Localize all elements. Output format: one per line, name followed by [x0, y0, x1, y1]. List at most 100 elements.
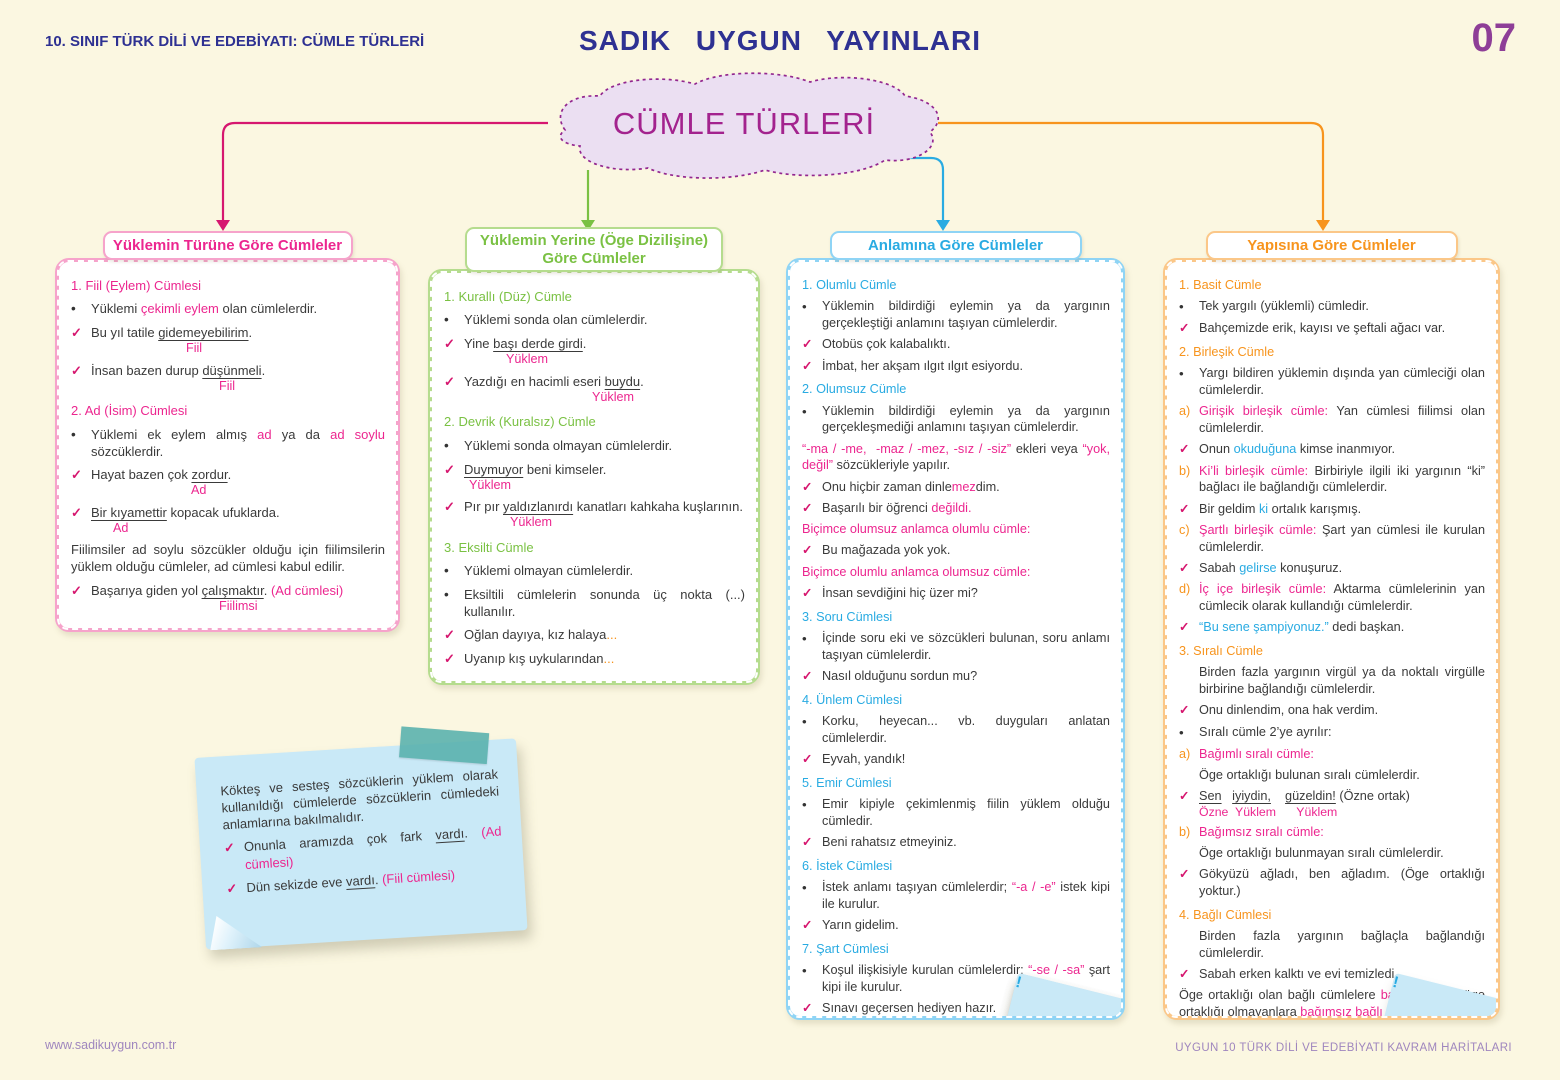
check-icon: ✓	[802, 358, 813, 373]
check-icon: ✓	[71, 325, 82, 341]
grammar-label: Yüklem	[506, 352, 549, 367]
bullet-icon: •	[71, 301, 76, 317]
example-item: ✓Başarılı bir öğrenci değildi.	[802, 500, 1110, 517]
item-text: Yüklemi ek eylem almış ad ya da ad soylu…	[91, 426, 389, 459]
bullet-item: •Emir kipiyle çekimlenmiş fiilin yüklem …	[802, 796, 1110, 830]
category-predicate-position: 1. Kurallı (Düz) Cümle•Yüklemi sonda ola…	[428, 227, 760, 685]
item-text: Birden fazla yargının bağlaçla bağlandığ…	[1199, 929, 1489, 960]
item-text: Oğlan dayıya, kız halaya...	[464, 627, 618, 643]
item-text: Ki’li birleşik cümle: Birbiriyle ilgili …	[1199, 463, 1489, 495]
category-structure: 1. Basit Cümle•Tek yargılı (yüklemli) cü…	[1163, 231, 1500, 1020]
bullet-icon: •	[444, 563, 449, 579]
check-icon: ✓	[802, 1001, 813, 1016]
lettered-item: a)Girişik birleşik cümle: Yan cümlesi fi…	[1179, 403, 1485, 437]
publisher-title: SADIK UYGUN YAYINLARI	[578, 25, 982, 56]
note-item: !Biçimce olumlu anlamca olumsuz cümle:	[802, 564, 1121, 1016]
item-text: Bu mağazada yok yok.	[822, 543, 951, 558]
item-text: Beni rahatsız etmeyiniz.	[822, 835, 957, 850]
item-text: Onun okuduğuna kimse inanmıyor.	[1199, 442, 1396, 457]
bullet-icon: •	[1179, 724, 1184, 740]
paragraph-item: Birden fazla yargının bağlaçla bağlandığ…	[1179, 928, 1485, 962]
lettered-item: d)İç içe birleşik cümle: Aktarma cümlele…	[1179, 581, 1485, 615]
item-text: Sınavı geçersen hediyen hazır.	[822, 1001, 997, 1016]
lettered-item: a)Bağımlı sıralı cümle:	[1179, 746, 1485, 763]
example-item: ✓İmbat, her akşam ılgıt ılgıt esiyordu.	[802, 358, 1110, 375]
item-text: Bahçemizde erik, kayısı ve şeftali ağacı…	[1199, 321, 1446, 336]
category-meaning: 1. Olumlu Cümle • Yüklemin bildirdiği eyle…	[786, 231, 1125, 1020]
check-icon: ✓	[71, 504, 82, 520]
item-text: Fiilimsiler ad soylu sözcükler olduğu iç…	[71, 542, 389, 575]
bullet-icon: •	[802, 631, 807, 647]
connector-orange	[938, 121, 1325, 221]
section-heading: 2. Birleşik Cümle	[1179, 345, 1275, 360]
category-title: Yüklemin Türüne Göre Cümleler	[102, 231, 353, 260]
lettered-item: c)Şartlı birleşik cümle: Şart yan cümles…	[1179, 522, 1485, 556]
check-icon: ✓	[444, 336, 455, 352]
example-item: ✓ Uyanıp kış uykularından...	[444, 650, 745, 667]
note-item: !Fiilimsiler ad soylu sözcükler olduğu i…	[71, 541, 385, 575]
item-text: Bu yıl tatile gidemeyebilirim.	[91, 325, 253, 341]
item-text: Uyanıp kış uykularından...	[464, 650, 615, 666]
bullet-icon: •	[444, 437, 449, 453]
lettered-item: b)Ki’li birleşik cümle: Birbiriyle ilgil…	[1179, 463, 1485, 497]
check-icon: ✓	[802, 500, 813, 515]
item-text: Sen iyiydin, güzeldin! (Özne ortak)	[1199, 789, 1410, 804]
bullet-item: • Sıralı cümle 2’ye ayrılır:	[1179, 724, 1485, 742]
item-text: Bir kıyamettir kopacak ufuklarda.	[91, 504, 280, 520]
item-text: Yüklemi çekimli eylem olan cümlelerdir.	[91, 301, 318, 317]
website-url: www.sadikuygun.com.tr	[45, 1038, 177, 1052]
grammar-label: Yüklem	[592, 389, 635, 404]
item-text: Sıralı cümle 2’ye ayrılır:	[1199, 724, 1332, 739]
category-content: 1. Fiil (Eylem) Cümlesi•Yüklemi çekimli …	[57, 260, 398, 630]
item-text: İnsan bazen durup düşünmeli.	[91, 362, 266, 378]
bullet-item: •Yargı bildiren yüklemin dışında yan cüm…	[1179, 365, 1485, 399]
item-text: Öge ortaklığı bulunan sıralı cümlelerdir…	[1199, 768, 1420, 782]
example-item: ✓ Sınavı geçersen hediyen hazır.	[802, 1000, 1110, 1016]
grammar-label: Fiil	[219, 378, 236, 393]
section-heading: 1. Olumlu Cümle	[802, 278, 897, 292]
example-item: ✓Onu dinlendim, ona hak verdim.	[1179, 702, 1485, 719]
item-text: “Bu sene şampiyonuz.” dedi başkan.	[1199, 620, 1405, 635]
section-heading: 4. Ünlem Cümlesi	[802, 692, 903, 707]
check-icon: ✓	[1179, 703, 1190, 718]
item-text: Girişik birleşik cümle: Yan cümlesi fiil…	[1199, 404, 1489, 436]
section-heading: 7. Şart Cümlesi	[802, 942, 889, 956]
check-icon: ✓	[444, 650, 455, 666]
item-text: Yüklemin bildirdiği eylemin ya da yargın…	[822, 299, 1114, 331]
bullet-icon: •	[802, 963, 807, 979]
section-heading: 2. Devrik (Kuralsız) Cümle	[444, 414, 596, 430]
item-text: Eyvah, yandık!	[822, 752, 906, 767]
bullet-item: •İstek anlamı taşıyan cümlelerdir; “-a /…	[802, 879, 1110, 913]
example-item: ✓Pır pır yaldızlanırdı kanatları kahkaha…	[444, 498, 745, 530]
category-title: Yapısına Göre Cümleler	[1205, 231, 1458, 260]
example-item: ✓Onu hiçbir zaman dinlemezdim.	[802, 479, 1110, 496]
section-heading: 1. Kurallı (Düz) Cümle	[444, 289, 572, 304]
item-text: İç içe birleşik cümle: Aktarma cümleleri…	[1199, 582, 1489, 614]
item-text: Bir geldim ki ortalık karışmış.	[1199, 501, 1362, 516]
check-icon: ✓	[802, 337, 813, 352]
sticky-note-content: !Kökteş ve sesteş sözcüklerin yüklem ola…	[194, 738, 525, 914]
page-title: 10. SINIF TÜRK DİLİ VE EDEBİYATI: CÜMLE …	[45, 33, 425, 50]
grammar-label: Ad	[113, 520, 129, 535]
item-text: Şartlı birleşik cümle: Şart yan cümlesi …	[1199, 523, 1489, 554]
category-predicate-type: 1. Fiil (Eylem) Cümlesi•Yüklemi çekimli …	[55, 231, 400, 632]
bullet-item: •İçinde soru eki ve sözcükleri bulunan, …	[802, 630, 1110, 664]
section-heading: 2. Olumsuz Cümle	[802, 382, 907, 397]
example-item: ✓Sabah erken kalktı ve evi temizledi.	[1179, 966, 1485, 983]
item-text: Başarıya giden yol çalışmaktır. (Ad cüml…	[91, 582, 344, 598]
bullet-item: •Korku, heyecan... vb. duyguları anlatan…	[802, 713, 1110, 747]
lettered-item: b)Bağımsız sıralı cümle:	[1179, 824, 1485, 841]
letter-marker: a)	[1179, 404, 1191, 419]
item-text: Duymuyor beni kimseler.	[464, 461, 607, 477]
bullet-icon: •	[802, 880, 807, 896]
example-item: ✓Nasıl olduğunu sordun mu?	[802, 668, 1110, 685]
item-text: Birden fazla yargının virgül ya da nokta…	[1199, 665, 1489, 697]
check-icon: ✓	[444, 461, 455, 477]
check-icon: ✓	[802, 543, 813, 558]
item-text: Biçimce olumlu anlamca olumsuz cümle:	[802, 564, 1031, 579]
check-icon: ✓	[1179, 561, 1190, 576]
grammar-label: Ad	[191, 483, 207, 498]
letter-marker: c)	[1179, 523, 1190, 537]
bullet-item: •Yüklemi olmayan cümlelerdir.	[444, 562, 745, 580]
